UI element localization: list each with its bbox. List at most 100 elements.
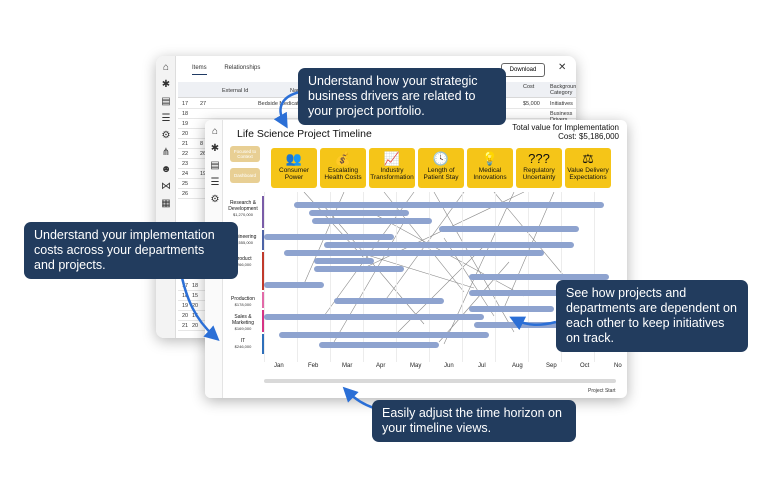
dashboard-button[interactable]: Dashboard	[230, 168, 260, 183]
arrow-strategic	[273, 90, 301, 129]
bowtie-icon[interactable]: ⋈	[161, 181, 171, 192]
driver-label: Length of Patient Stay	[423, 167, 459, 181]
driver-label: Industry Transformation	[370, 167, 414, 181]
lane-cost: $3,555,000	[232, 240, 254, 245]
home-icon[interactable]: ⌂	[211, 126, 219, 137]
gear-icon[interactable]: ⚙	[161, 130, 171, 141]
col-category[interactable]: Background Category	[550, 84, 576, 96]
lane-cost: $178,000	[234, 302, 252, 307]
lane-name: Product	[234, 256, 252, 262]
timeline-window: ⌂ ✱ ▤ ☰ ⚙ Life Science Project Timeline …	[205, 120, 627, 398]
dependency-line	[363, 253, 475, 289]
asterisk-icon[interactable]: ✱	[161, 79, 171, 90]
project-bar[interactable]	[334, 298, 444, 304]
total-label: Total value for Implementation	[512, 123, 619, 132]
list-icon[interactable]: ☰	[161, 113, 171, 124]
dependency-line	[393, 245, 485, 337]
lane-color-bar	[262, 334, 264, 354]
month-label: Oct	[580, 363, 590, 369]
cell-id: 20	[192, 323, 199, 329]
back-tabs: Items Relationships	[192, 65, 276, 75]
project-bar[interactable]	[294, 202, 604, 208]
tab-relationships[interactable]: Relationships	[224, 65, 261, 71]
month-gridline	[462, 192, 463, 362]
project-bar[interactable]	[264, 282, 324, 288]
lane-cost: $266,000	[234, 262, 252, 267]
callout-dependencies: See how projects and departments are dep…	[556, 280, 748, 352]
driver-card[interactable]: ⚖Value Delivery Expectations	[565, 148, 611, 188]
cell-cat: Initiatives	[550, 101, 573, 107]
document-icon[interactable]: ▤	[161, 96, 171, 107]
cell-id: 20	[192, 303, 199, 309]
driver-card[interactable]: 💡Medical Innovations	[467, 148, 513, 188]
tab-items[interactable]: Items	[192, 65, 207, 75]
cell-num: 20	[182, 313, 189, 319]
driver-card[interactable]: ???Regulatory Uncertainty	[516, 148, 562, 188]
list-icon[interactable]: ☰	[210, 177, 220, 188]
col-name[interactable]: Name	[290, 88, 305, 94]
cell-num: 21	[182, 323, 189, 329]
home-icon[interactable]: ⌂	[162, 62, 170, 73]
month-label: Mar	[342, 363, 353, 369]
month-label: Feb	[308, 363, 319, 369]
clock-icon: 🕓	[432, 151, 450, 166]
project-bar[interactable]	[314, 258, 374, 264]
asterisk-icon[interactable]: ✱	[210, 143, 220, 154]
project-bar[interactable]	[469, 290, 599, 296]
month-label: Apr	[376, 363, 386, 369]
project-bar[interactable]	[264, 314, 484, 320]
callout-costs: Understand your implementation costs acr…	[24, 222, 238, 279]
driver-card[interactable]: 👥Consumer Power	[271, 148, 317, 188]
driver-card[interactable]: 💰Escalating Health Costs	[320, 148, 366, 188]
cell-cost: $5,000	[523, 101, 540, 107]
project-bar[interactable]	[309, 210, 409, 216]
lane-name: Sales & Marketing	[232, 314, 254, 326]
arrow-horizon	[342, 386, 375, 410]
close-icon[interactable]: ✕	[558, 62, 567, 73]
time-horizon-scrollbar[interactable]	[264, 379, 616, 383]
hierarchy-icon[interactable]: ⋔	[161, 147, 171, 158]
cell-id: 19	[200, 171, 207, 177]
lane-label: Engineering$3,555,000	[225, 234, 261, 245]
gear-icon[interactable]: ⚙	[210, 194, 220, 205]
project-bar[interactable]	[319, 342, 439, 348]
driver-card[interactable]: 🕓Length of Patient Stay	[418, 148, 464, 188]
col-external-id[interactable]: External Id	[222, 88, 249, 94]
project-start-label: Project Start	[588, 388, 616, 394]
month-gridline	[429, 192, 430, 362]
total-value: Cost: $5,186,000	[558, 132, 619, 141]
month-label: Jun	[444, 363, 454, 369]
lightbulb-icon: 💡	[481, 151, 499, 166]
document-icon[interactable]: ▤	[210, 160, 220, 171]
lane-label: Product$266,000	[225, 256, 261, 267]
project-bar[interactable]	[264, 234, 394, 240]
cell-id: 27	[200, 101, 207, 107]
project-bar[interactable]	[439, 226, 579, 232]
driver-label: Escalating Health Costs	[324, 167, 362, 181]
project-bar[interactable]	[469, 274, 609, 280]
driver-card[interactable]: 📈Industry Transformation	[369, 148, 415, 188]
lane-cost: $169,000	[234, 326, 252, 331]
project-bar[interactable]	[284, 250, 544, 256]
grid-icon[interactable]: ▦	[161, 198, 171, 209]
project-bar[interactable]	[279, 332, 489, 338]
lane-label: IT$246,000	[225, 338, 261, 349]
month-gridline	[264, 192, 265, 362]
cell-id: 8	[200, 141, 204, 147]
project-bar[interactable]	[324, 242, 574, 248]
lane-color-bar	[262, 252, 264, 290]
project-bar[interactable]	[312, 218, 432, 224]
hand-money-icon: 💰	[334, 151, 352, 166]
project-bar[interactable]	[314, 266, 404, 272]
cell-num: 20	[182, 131, 189, 137]
person-icon[interactable]: ☻	[160, 164, 172, 175]
month-label: Sep	[546, 363, 557, 369]
lane-color-bar	[262, 230, 264, 250]
focused-context-button[interactable]: Focused to Context	[230, 146, 260, 162]
project-bar[interactable]	[469, 306, 554, 312]
col-cost[interactable]: Cost	[523, 84, 535, 90]
